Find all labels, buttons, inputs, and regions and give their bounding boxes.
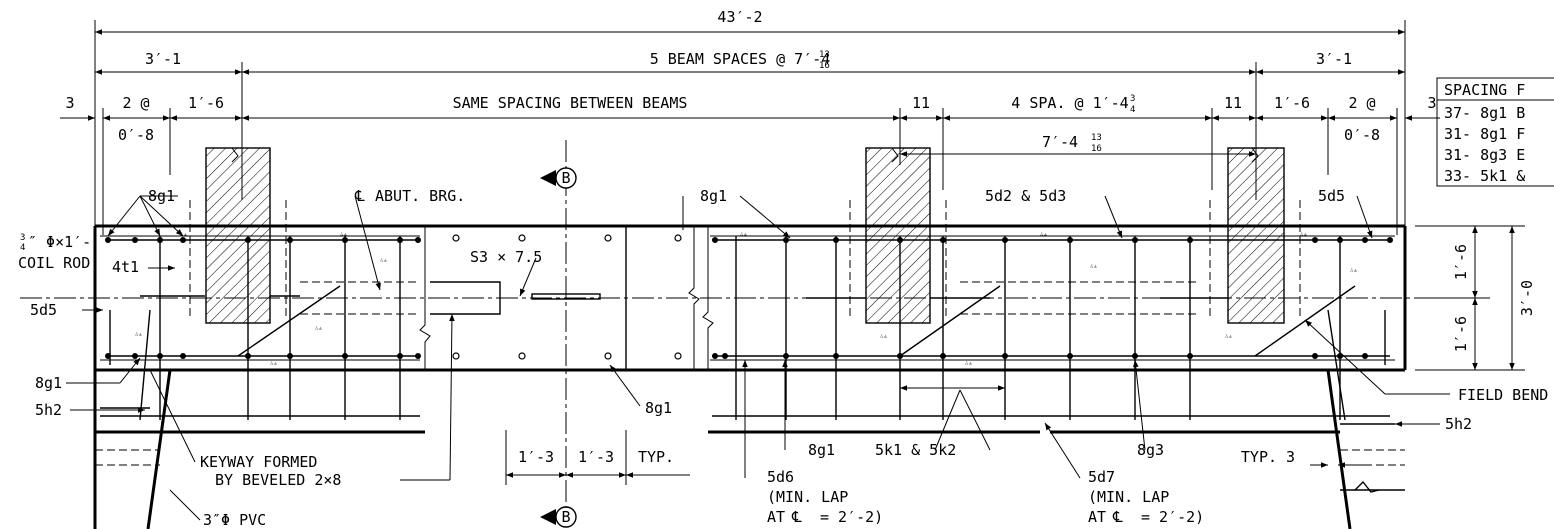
label-5d6: 5d6 xyxy=(767,468,794,486)
section-marker-top: B xyxy=(540,167,577,189)
dim-seven-four: 7′-4 xyxy=(1042,133,1078,151)
bar-dots xyxy=(105,237,1393,359)
concrete-stipple: ∴▵ ∴▵ ∴▵ ∴▵ ∴▵ ∴▵ ∴▵ ∴▵ ∴▵ ∴▵ ∴▵ ∴▵ ∴▵ ∴… xyxy=(135,231,1357,367)
dim-depth-bot: 1′-6 xyxy=(1452,316,1470,352)
dim-frac2-den: 16 xyxy=(1091,144,1102,154)
dim-two-at-right: 2 @ xyxy=(1348,94,1375,112)
svg-text:∴▵: ∴▵ xyxy=(380,257,387,264)
label-5h2-left: 5h2 xyxy=(35,401,62,419)
label-abut-brg: ABUT. BRG. xyxy=(375,187,465,205)
label-8g1-mid: 8g1 xyxy=(700,187,727,205)
section-mark-label: B xyxy=(561,169,570,187)
svg-text:∴▵: ∴▵ xyxy=(180,231,187,238)
spacing-table: SPACING F 37- 8g1 B 31- 8g1 F 31- 8g3 E … xyxy=(1436,77,1554,187)
dim-depth-top: 1′-6 xyxy=(1452,244,1470,280)
label-centerline: ℄ xyxy=(354,187,365,205)
dim-depth-total: 3′-0 xyxy=(1518,280,1536,316)
spacing-table-row: 31- 8g1 F xyxy=(1444,125,1525,143)
dim-frac2-num: 13 xyxy=(1091,133,1102,143)
label-8g1-left: 8g1 xyxy=(35,374,62,392)
label-8g1-low: 8g1 xyxy=(645,399,672,417)
dim-same-spacing: SAME SPACING BETWEEN BEAMS xyxy=(453,94,688,112)
svg-text:∴▵: ∴▵ xyxy=(340,231,347,238)
svg-text:∴▵: ∴▵ xyxy=(135,331,142,338)
label-min-lap-b: (MIN. LAP xyxy=(1088,488,1169,506)
svg-text:∴▵: ∴▵ xyxy=(1090,263,1097,270)
dim-eleven-left: 11 xyxy=(912,94,930,112)
label-lap-at-b: AT xyxy=(1088,508,1106,526)
spacing-table-row: 31- 8g3 E xyxy=(1444,146,1525,164)
label-5d2-5d3: 5d2 & 5d3 xyxy=(985,187,1066,205)
label-8g1-bottom: 8g1 xyxy=(808,441,835,459)
dim-edge-left: 3 xyxy=(65,94,74,112)
label-coil-rod-b: COIL ROD xyxy=(18,254,90,272)
dim-eleven-right: 11 xyxy=(1224,94,1242,112)
label-lap-val-b: = 2′-2) xyxy=(1141,508,1204,526)
label-field-bend: FIELD BEND xyxy=(1458,386,1548,404)
dim-frac-den: 16 xyxy=(819,61,830,71)
svg-text:∴▵: ∴▵ xyxy=(965,360,972,367)
dimension-text: 43′-2 3′-1 5 BEAM SPACES @ 7′-4 13 16 3′… xyxy=(65,8,1536,466)
dim-frac34-den: 4 xyxy=(1130,105,1135,115)
label-coil-frac-den: 4 xyxy=(20,243,25,253)
label-5h2-right: 5h2 xyxy=(1445,415,1472,433)
dim-zero-eight-left: 0′-8 xyxy=(118,126,154,144)
label-4t1: 4t1 xyxy=(112,258,139,276)
label-5k1-5k2: 5k1 & 5k2 xyxy=(875,441,956,459)
dim-one-six-right: 1′-6 xyxy=(1274,94,1310,112)
dim-typ-3: TYP. 3 xyxy=(1241,448,1295,466)
label-lap-at-a: AT xyxy=(767,508,785,526)
svg-text:∴▵: ∴▵ xyxy=(1350,267,1357,274)
dim-one-three-a: 1′-3 xyxy=(518,448,554,466)
label-lap-cl-a: ℄ xyxy=(791,508,802,526)
diaphragm-outline xyxy=(93,224,1407,529)
label-s3: S3 × 7.5 xyxy=(470,248,542,266)
dim-beam-spaces: 5 BEAM SPACES @ 7′-4 xyxy=(650,50,831,68)
dim-edge-right: 3 xyxy=(1427,94,1436,112)
label-keyway-2: BY BEVELED 2×8 xyxy=(215,471,341,489)
section-mark-label: B xyxy=(561,508,570,526)
label-min-lap-a: (MIN. LAP xyxy=(767,488,848,506)
svg-text:∴▵: ∴▵ xyxy=(315,325,322,332)
label-keyway-1: KEYWAY FORMED xyxy=(200,453,317,471)
dim-four-spa: 4 SPA. @ 1′-4 xyxy=(1011,94,1128,112)
dimension-lines xyxy=(60,20,1525,520)
leader-lines xyxy=(66,195,1450,521)
dim-frac-num: 13 xyxy=(819,50,830,60)
svg-text:∴▵: ∴▵ xyxy=(1300,231,1307,238)
dim-end-left: 3′-1 xyxy=(145,50,181,68)
label-coil-frac-num: 3 xyxy=(20,233,25,243)
svg-text:∴▵: ∴▵ xyxy=(740,231,747,238)
dim-end-right: 3′-1 xyxy=(1316,50,1352,68)
dim-zero-eight-right: 0′-8 xyxy=(1344,126,1380,144)
dim-frac34-num: 3 xyxy=(1130,94,1135,104)
dim-overall: 43′-2 xyxy=(717,8,762,26)
label-8g3: 8g3 xyxy=(1137,441,1164,459)
label-pvc: 3″Φ PVC xyxy=(203,511,266,529)
annotation-labels: 8g1 ℄ ABUT. BRG. S3 × 7.5 8g1 5d2 & 5d3 … xyxy=(18,187,1548,529)
dim-one-three-b: 1′-3 xyxy=(578,448,614,466)
dim-two-at-left: 2 @ xyxy=(122,94,149,112)
label-5d5-left: 5d5 xyxy=(30,301,57,319)
spacing-table-row: 33- 5k1 & xyxy=(1444,167,1525,185)
svg-text:∴▵: ∴▵ xyxy=(270,360,277,367)
label-coil-rod-a: ″ Φ×1′- xyxy=(28,233,91,251)
label-lap-val-a: = 2′-2) xyxy=(820,508,883,526)
label-8g1-top: 8g1 xyxy=(148,187,175,205)
dim-typ: TYP. xyxy=(638,448,674,466)
dim-one-six-left: 1′-6 xyxy=(188,94,224,112)
label-5d7: 5d7 xyxy=(1088,468,1115,486)
spacing-table-row: 37- 8g1 B xyxy=(1444,104,1525,122)
spacing-table-header: SPACING F xyxy=(1444,81,1525,99)
section-marker-bottom: B xyxy=(540,506,577,528)
svg-text:∴▵: ∴▵ xyxy=(1040,231,1047,238)
label-5d5-right: 5d5 xyxy=(1318,187,1345,205)
bolt-holes xyxy=(452,234,682,360)
reinforcing-bars xyxy=(100,236,1395,425)
label-lap-cl-b: ℄ xyxy=(1112,508,1123,526)
svg-text:∴▵: ∴▵ xyxy=(1225,333,1232,340)
svg-text:∴▵: ∴▵ xyxy=(880,333,887,340)
